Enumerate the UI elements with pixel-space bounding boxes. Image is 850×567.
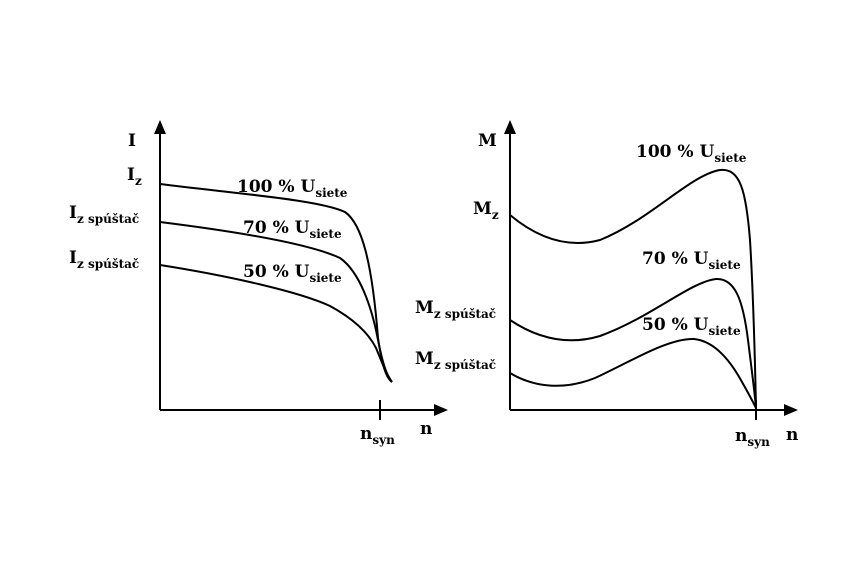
right-y-label-mz-starter-1: Mz spúštač [415, 298, 496, 321]
torque-speed-chart: M n nsyn Mz Mz spúštač Mz spúštač 100 % … [415, 120, 798, 449]
left-y-label-iz: Iz [127, 165, 142, 188]
right-sync-speed-label: nsyn [735, 426, 770, 449]
left-curve-70 [159, 221, 393, 383]
left-curve-label-50: 50 % Usiete [243, 262, 342, 285]
left-x-axis-label: n [420, 419, 432, 439]
left-y-label-iz-starter-1: Iz spúštač [69, 203, 139, 226]
left-y-axis-label: I [128, 131, 136, 151]
right-y-label-mz: Mz [473, 199, 499, 222]
left-curve-label-100: 100 % Usiete [237, 177, 348, 200]
right-y-label-mz-starter-2: Mz spúštač [415, 349, 496, 372]
right-curve-100 [509, 168, 757, 409]
left-curve-label-70: 70 % Usiete [243, 218, 342, 241]
right-curve-50 [509, 337, 757, 409]
right-curve-label-70: 70 % Usiete [642, 249, 741, 272]
left-sync-speed-label: nsyn [360, 424, 395, 447]
right-curve-label-100: 100 % Usiete [636, 142, 747, 165]
right-x-arrowhead [784, 404, 798, 416]
right-curve-label-50: 50 % Usiete [642, 315, 741, 338]
left-curve-50 [159, 264, 393, 383]
right-y-axis-label: M [478, 131, 497, 151]
right-y-arrowhead [504, 120, 516, 134]
left-x-arrowhead [434, 404, 448, 416]
left-y-label-iz-starter-2: Iz spúštač [69, 248, 139, 271]
right-curve-70 [509, 277, 757, 409]
left-y-arrowhead [154, 120, 166, 134]
left-curve-100 [159, 183, 393, 383]
current-speed-chart: I n nsyn Iz Iz spúštač Iz spúštač 100 % … [69, 120, 448, 447]
right-x-axis-label: n [786, 425, 798, 445]
